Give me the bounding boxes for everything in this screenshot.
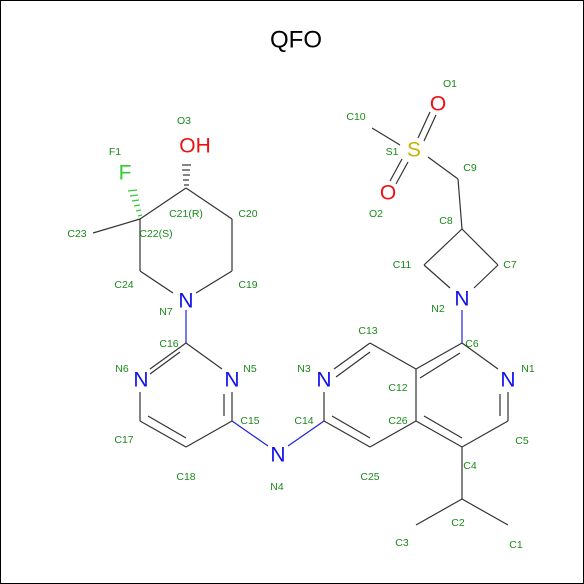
atom-name-s1: S1 bbox=[386, 146, 399, 158]
atom-o3-symbol: OH bbox=[179, 135, 211, 158]
atom-name-c6: C6 bbox=[465, 338, 479, 350]
atom-name-n6: N6 bbox=[115, 363, 129, 375]
bond-s1-c10 bbox=[371, 127, 401, 146]
atom-f1-symbol: F bbox=[119, 162, 132, 185]
bond-c22-c23 bbox=[92, 218, 141, 234]
bond-n7-c24 bbox=[139, 270, 174, 294]
bond-c21-o3-hashed bbox=[182, 164, 191, 186]
atom-name-c8: C8 bbox=[439, 215, 453, 227]
atom-name-c15: C15 bbox=[240, 415, 259, 427]
bond-n3-c13 bbox=[333, 342, 371, 370]
bond-c9-s1 bbox=[427, 156, 459, 180]
bond-c22-f1-hashed bbox=[127, 189, 143, 217]
atom-name-n3: N3 bbox=[297, 363, 311, 375]
atom-name-n5: N5 bbox=[243, 363, 257, 375]
atom-name-c4: C4 bbox=[463, 460, 477, 472]
bond-c4-c26-double bbox=[423, 415, 463, 439]
atom-name-c13: C13 bbox=[358, 325, 377, 337]
bond-c21-c20 bbox=[185, 187, 233, 220]
atom-n1-symbol: N bbox=[500, 369, 515, 392]
atom-s1-symbol: S bbox=[407, 139, 421, 162]
atom-name-c18: C18 bbox=[176, 471, 195, 483]
bond-c25-c14 bbox=[323, 420, 371, 448]
bond-c26-c25 bbox=[369, 420, 417, 448]
atom-name-n1: N1 bbox=[521, 363, 535, 375]
atom-o1-symbol: O bbox=[430, 93, 446, 116]
atom-name-c2: C2 bbox=[451, 517, 465, 529]
bond-c18-c17 bbox=[139, 420, 187, 448]
atom-name-c14: C14 bbox=[294, 415, 313, 427]
bond-c11-c8 bbox=[423, 228, 463, 266]
bond-n4-c14 bbox=[287, 420, 325, 447]
bond-n3-c13-double bbox=[335, 351, 371, 378]
molecule-title: QFO bbox=[270, 27, 322, 54]
atom-name-o3: O3 bbox=[177, 115, 191, 127]
bond-c22-c21 bbox=[139, 187, 187, 220]
bond-s1-o1-double bbox=[423, 114, 437, 142]
bond-c15-n4 bbox=[231, 420, 269, 447]
bond-s1-o2 bbox=[395, 161, 409, 185]
bond-c12-c6 bbox=[415, 342, 463, 370]
atom-name-c12: C12 bbox=[388, 382, 407, 394]
atom-names: F1 O3 C21(R) C22(S) C23 C20 C19 C24 N7 C… bbox=[67, 78, 534, 551]
atom-name-c20: C20 bbox=[238, 208, 257, 220]
atom-name-c7: C7 bbox=[503, 259, 517, 271]
bond-c4-c26 bbox=[415, 420, 463, 448]
bond-s1-o2-double bbox=[389, 158, 403, 182]
atom-name-c10: C10 bbox=[346, 111, 365, 123]
bond-c16-n6-double bbox=[149, 351, 181, 375]
atom-n5-symbol: N bbox=[224, 369, 239, 392]
atom-n6-symbol: N bbox=[133, 369, 148, 392]
bond-c16-n6 bbox=[149, 342, 187, 370]
atom-o2-symbol: O bbox=[380, 182, 396, 205]
atom-n7-symbol: N bbox=[178, 290, 193, 313]
atom-name-c3: C3 bbox=[395, 537, 409, 549]
bond-n2-c11 bbox=[423, 264, 451, 289]
atom-name-c16: C16 bbox=[159, 338, 178, 350]
atom-name-c23: C23 bbox=[67, 228, 86, 240]
atom-name-o2: O2 bbox=[369, 208, 383, 220]
bond-c18-c17-double bbox=[147, 415, 187, 439]
bond-c25-c14-double bbox=[331, 415, 371, 439]
bond-s1-o1 bbox=[417, 111, 431, 139]
atom-name-c21: C21(R) bbox=[169, 208, 203, 220]
atom-name-c9: C9 bbox=[463, 162, 477, 174]
bond-c2-c1 bbox=[461, 498, 509, 526]
atom-name-c1: C1 bbox=[509, 539, 523, 551]
bond-c19-n7 bbox=[195, 270, 233, 294]
bond-c5-c4 bbox=[461, 420, 509, 448]
atom-name-o1: O1 bbox=[443, 78, 457, 90]
atom-name-f1: F1 bbox=[109, 146, 121, 158]
bond-c2-c3 bbox=[415, 498, 463, 526]
bond-c16-n5 bbox=[185, 342, 223, 370]
bond-c13-c12 bbox=[369, 342, 417, 370]
atom-name-c11: C11 bbox=[393, 259, 412, 271]
atom-symbols: F OH N N N N N N N S O O bbox=[119, 93, 516, 467]
atom-name-c17: C17 bbox=[114, 434, 133, 446]
atom-name-c26: C26 bbox=[388, 415, 407, 427]
bond-c8-c9 bbox=[457, 178, 463, 230]
atom-n3-symbol: N bbox=[316, 369, 331, 392]
atom-name-c19: C19 bbox=[238, 279, 257, 291]
bonds bbox=[92, 111, 509, 526]
bond-c15-c18 bbox=[185, 420, 233, 448]
bond-c12-c6-double bbox=[419, 352, 461, 379]
atom-name-n4: N4 bbox=[270, 481, 284, 493]
atom-name-c25: C25 bbox=[360, 471, 379, 483]
atom-name-c24: C24 bbox=[114, 279, 133, 291]
bond-c6-n1 bbox=[461, 342, 499, 370]
atom-n2-symbol: N bbox=[454, 288, 469, 311]
atom-name-n7: N7 bbox=[159, 306, 173, 318]
atom-name-c22: C22(S) bbox=[139, 228, 172, 240]
atom-n4-symbol: N bbox=[270, 444, 285, 467]
bond-c7-n2 bbox=[473, 264, 499, 289]
bond-c8-c7 bbox=[461, 228, 499, 266]
atom-name-n2: N2 bbox=[431, 303, 445, 315]
atom-name-c5: C5 bbox=[515, 435, 529, 447]
